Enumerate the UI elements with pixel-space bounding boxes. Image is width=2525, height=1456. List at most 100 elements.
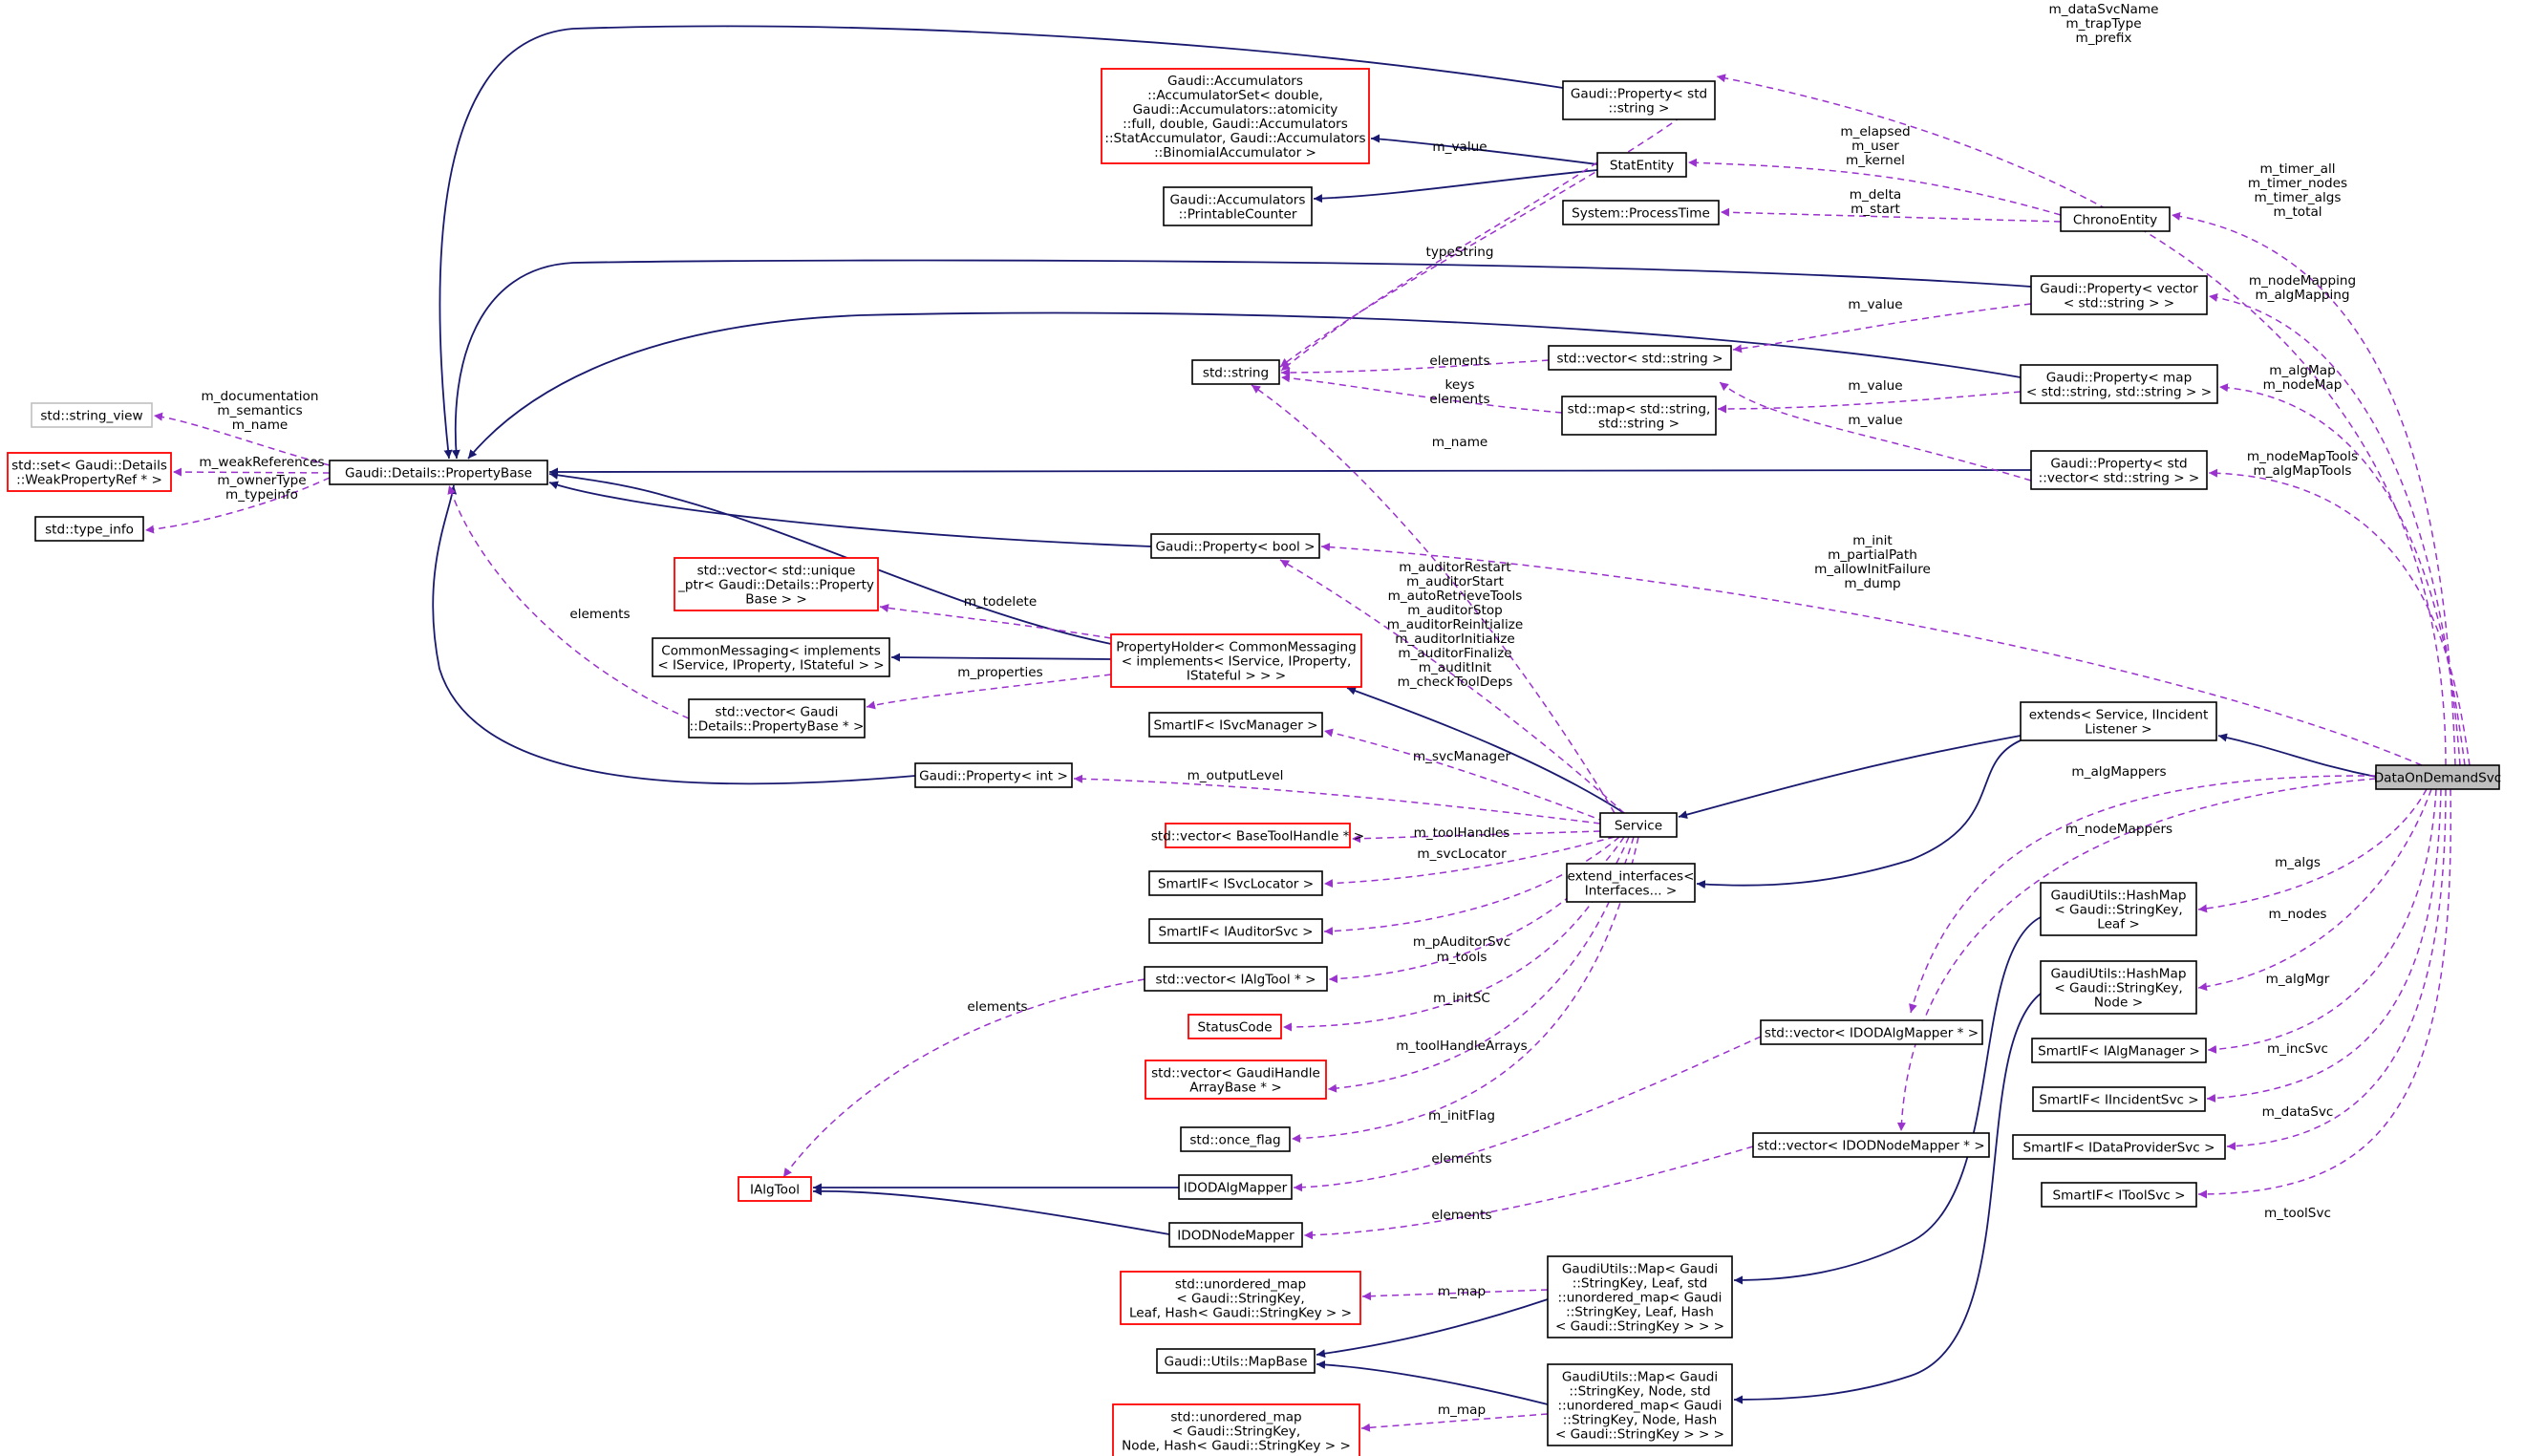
usage-edge	[1687, 158, 2062, 216]
node-label: std::vector< IDODAlgMapper * >	[1765, 1026, 1979, 1041]
node-label: ::StringKey, Node, std	[1569, 1384, 1710, 1400]
class-node-property-base[interactable]: Gaudi::Details::PropertyBase	[329, 460, 548, 485]
class-node-prop-int[interactable]: Gaudi::Property< int >	[914, 762, 1073, 788]
class-node-string-view[interactable]: std::string_view	[31, 402, 153, 428]
class-node-hashmap-leaf[interactable]: GaudiUtils::HashMap< Gaudi::StringKey,Le…	[2040, 882, 2197, 936]
edge-label-tool-svc: m_toolSvc	[2264, 1206, 2331, 1221]
usage-edge	[153, 412, 331, 466]
class-node-set-weakref[interactable]: std::set< Gaudi::Details::WeakPropertyRe…	[7, 452, 172, 492]
edge-label-line: m_auditorFinalize	[1398, 646, 1511, 661]
class-node-printable[interactable]: Gaudi::Accumulators::PrintableCounter	[1163, 186, 1313, 226]
class-node-toolsvc[interactable]: SmartIF< IToolSvc >	[2041, 1182, 2197, 1208]
class-node-prop-string[interactable]: Gaudi::Property< std::string >	[1562, 80, 1716, 120]
class-node-ialg-tool[interactable]: IAlgTool	[738, 1176, 812, 1202]
class-node-prop-bool[interactable]: Gaudi::Property< bool >	[1150, 533, 1320, 559]
class-node-type-info[interactable]: std::type_info	[34, 516, 144, 542]
usage-edge	[2218, 383, 2466, 766]
node-box	[1120, 1271, 1361, 1325]
class-node-service[interactable]: Service	[1599, 812, 1678, 838]
usage-edge	[1073, 774, 1601, 824]
class-node-vec-string[interactable]: std::vector< std::string >	[1548, 345, 1732, 371]
edge-label-init-sc: m_initSC	[1433, 991, 1490, 1006]
class-node-map-node[interactable]: GaudiUtils::Map< Gaudi::StringKey, Node,…	[1547, 1363, 1733, 1446]
edge-label-value-stdvec: m_value	[1848, 413, 1902, 428]
edge-label-elements-pb: elements	[569, 607, 630, 622]
node-label: Gaudi::Property< bool >	[1155, 540, 1315, 555]
class-node-data-on-demand-svc[interactable]: DataOnDemandSvc	[2374, 764, 2502, 790]
class-node-algmanager[interactable]: SmartIF< IAlgManager >	[2031, 1038, 2207, 1063]
node-label: StatusCode	[1197, 1020, 1272, 1036]
class-node-svcmanager[interactable]: SmartIF< ISvcManager >	[1148, 712, 1323, 738]
class-node-auditorsvc[interactable]: SmartIF< IAuditorSvc >	[1148, 918, 1323, 944]
usage-edge	[1280, 374, 1563, 414]
node-label: SmartIF< IAuditorSvc >	[1158, 925, 1313, 940]
class-node-stat-entity[interactable]: StatEntity	[1596, 152, 1687, 178]
class-node-map-leaf[interactable]: GaudiUtils::Map< Gaudi::StringKey, Leaf,…	[1547, 1255, 1733, 1338]
edge-label-inc-svc: m_incSvc	[2267, 1041, 2328, 1057]
class-node-vec-algtool[interactable]: std::vector< IAlgTool * >	[1144, 966, 1328, 992]
edge-label-todelete: m_todelete	[964, 594, 1038, 610]
class-node-extend-interfaces[interactable]: extend_interfaces<Interfaces... >	[1566, 863, 1696, 903]
class-node-basetoolhandle[interactable]: std::vector< BaseToolHandle * >	[1151, 823, 1364, 848]
class-node-vec-algmapper[interactable]: std::vector< IDODAlgMapper * >	[1760, 1019, 1983, 1045]
node-label: Service	[1615, 819, 1662, 834]
class-node-incidentsvc[interactable]: SmartIF< IIncidentSvc >	[2032, 1086, 2206, 1112]
node-label: Listener >	[2085, 722, 2151, 738]
node-label: Gaudi::Details::PropertyBase	[345, 466, 532, 482]
class-node-chrono-entity[interactable]: ChronoEntity	[2060, 206, 2171, 232]
edge-label-algs: m_algs	[2275, 855, 2321, 870]
class-node-prop-vector[interactable]: Gaudi::Property< vector< std::string > >	[2030, 275, 2208, 315]
node-box	[914, 762, 1073, 788]
node-box	[2040, 882, 2197, 936]
class-node-common-messaging[interactable]: CommonMessaging< implements< IService, I…	[652, 637, 890, 677]
node-label: DataOnDemandSvc	[2374, 771, 2502, 786]
class-node-umap-node[interactable]: std::unordered_map< Gaudi::StringKey,Nod…	[1112, 1403, 1360, 1456]
usage-edge	[2226, 788, 2447, 1151]
inheritance-edge	[548, 470, 1112, 645]
node-label: std::vector< IDODNodeMapper * >	[1757, 1139, 1984, 1154]
node-label: < Gaudi::StringKey > > >	[1555, 1427, 1724, 1443]
class-node-status-code[interactable]: StatusCode	[1188, 1014, 1282, 1039]
usage-edge	[879, 604, 1112, 639]
usage-edge	[1360, 1413, 1549, 1432]
class-node-idodnode-mapper[interactable]: IDODNodeMapper	[1168, 1222, 1303, 1248]
class-node-hashmap-node[interactable]: GaudiUtils::HashMap< Gaudi::StringKey,No…	[2040, 960, 2197, 1015]
node-label: < Gaudi::StringKey,	[1172, 1424, 1300, 1440]
inheritance-edge	[548, 481, 1152, 547]
class-node-map-string[interactable]: std::map< std::string,std::string >	[1561, 396, 1717, 436]
node-box	[2060, 206, 2171, 232]
edge-label-line: m_map	[1438, 1284, 1486, 1299]
class-node-umap-leaf[interactable]: std::unordered_map< Gaudi::StringKey,Lea…	[1120, 1271, 1361, 1325]
class-node-accumulator[interactable]: Gaudi::Accumulators::AccumulatorSet< dou…	[1101, 68, 1370, 164]
class-node-dataprovider[interactable]: SmartIF< IDataProviderSvc >	[2012, 1134, 2226, 1160]
node-label: extend_interfaces<	[1567, 869, 1694, 885]
node-label: IDODAlgMapper	[1184, 1181, 1288, 1196]
class-node-idodalg-mapper[interactable]: IDODAlgMapper	[1178, 1174, 1293, 1200]
class-node-vec-nodemapper[interactable]: std::vector< IDODNodeMapper * >	[1752, 1132, 1990, 1158]
usage-edge	[2197, 788, 2451, 1199]
node-label: std::type_info	[45, 523, 134, 538]
inheritance-edge	[432, 484, 916, 785]
node-label: < Gaudi::StringKey > > >	[1555, 1319, 1724, 1335]
edge-label-line: typeString	[1426, 245, 1494, 260]
class-node-std-string[interactable]: std::string	[1191, 359, 1280, 385]
node-label: std::map< std::string,	[1568, 402, 1711, 418]
class-node-property-holder[interactable]: PropertyHolder< CommonMessaging< impleme…	[1110, 633, 1362, 688]
edge-label-line: m_incSvc	[2267, 1041, 2328, 1057]
class-node-prop-map[interactable]: Gaudi::Property< map< std::string, std::…	[2020, 364, 2218, 404]
node-label: std::once_flag	[1189, 1133, 1280, 1148]
class-node-vec-propbase[interactable]: std::vector< Gaudi::Details::PropertyBas…	[688, 698, 866, 739]
edge-label-line: m_auditorInitialize	[1395, 632, 1515, 647]
class-node-vec-unique[interactable]: std::vector< std::unique_ptr< Gaudi::Det…	[674, 557, 879, 611]
usage-edge	[1351, 830, 1601, 844]
node-label: ::BinomialAccumulator >	[1154, 145, 1316, 161]
class-node-prop-stdvector[interactable]: Gaudi::Property< std::vector< std::strin…	[2030, 450, 2208, 490]
class-node-once-flag[interactable]: std::once_flag	[1180, 1126, 1291, 1152]
class-node-process-time[interactable]: System::ProcessTime	[1562, 200, 1720, 225]
class-node-svclocator[interactable]: SmartIF< ISvcLocator >	[1148, 870, 1323, 896]
edge-label-line: keys	[1445, 377, 1475, 393]
class-node-map-base[interactable]: Gaudi::Utils::MapBase	[1156, 1348, 1316, 1374]
edge-label-line: m_svcManager	[1413, 749, 1511, 764]
